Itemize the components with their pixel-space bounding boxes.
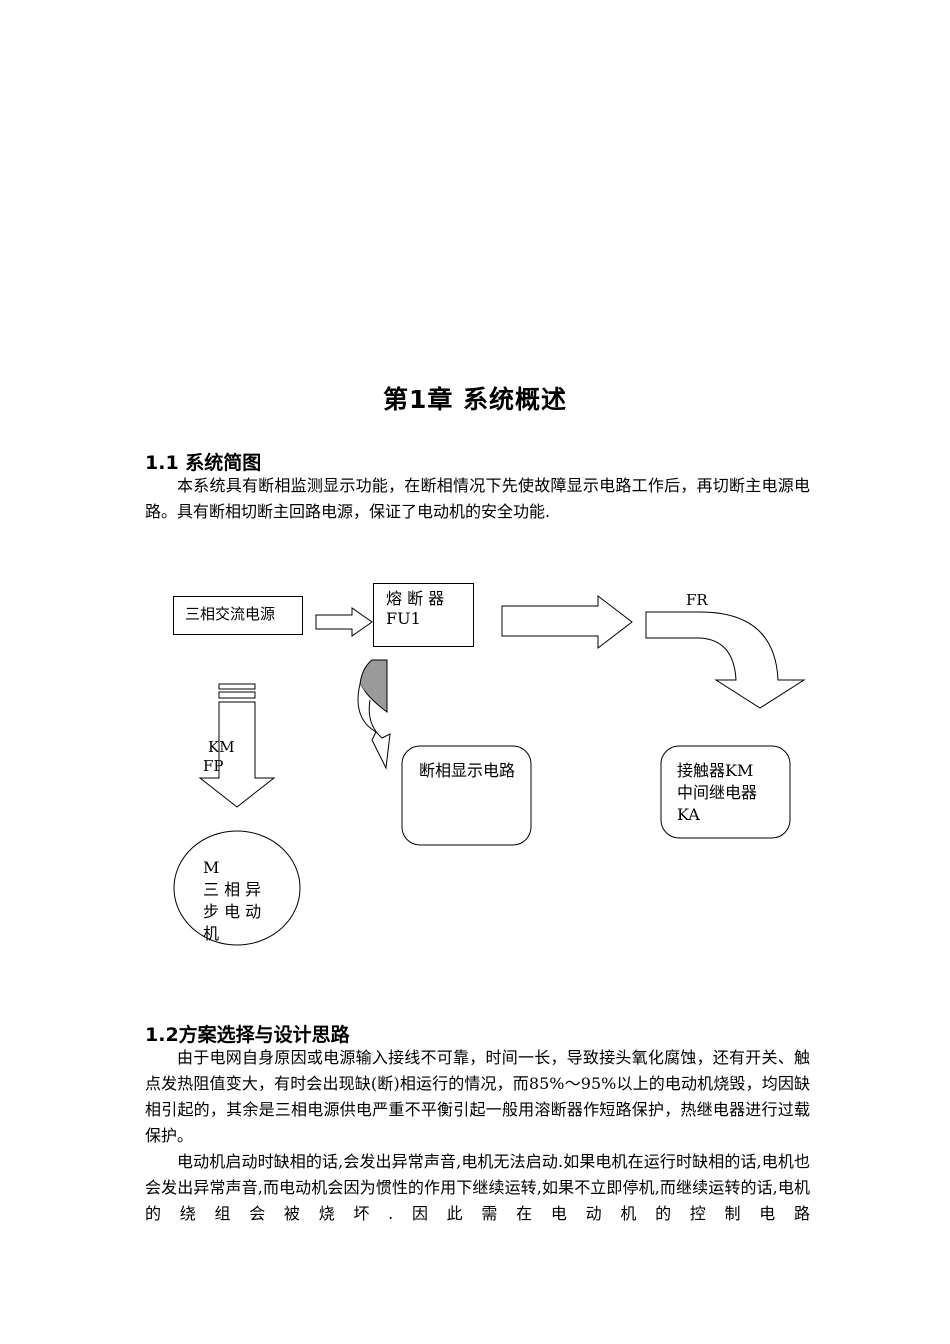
contact-bar-2 — [218, 691, 256, 699]
contact-bar-1 — [218, 683, 256, 690]
fuse-name: 熔 断 器 — [386, 589, 445, 608]
km-label: KM — [208, 738, 235, 756]
contactor-line-3: KA — [677, 805, 700, 824]
contactor-line-2: 中间继电器 — [677, 783, 758, 802]
section-heading-1-2: 1.2方案选择与设计思路 — [145, 1024, 350, 1046]
curved-arrow-to-phase-display — [357, 683, 391, 770]
motor-line-4: 机 — [203, 924, 220, 943]
phase-display-label: 断相显示电路 — [419, 761, 516, 780]
fuse-box: 熔 断 器 FU1 — [373, 583, 474, 647]
section-1-2-paragraph-2: 电动机启动时缺相的话,会发出异常声音,电机无法启动.如果电机在运行时缺相的话,电… — [145, 1152, 810, 1223]
fp-label: FP — [203, 757, 224, 775]
section-1-2-paragraph-1: 由于电网自身原因或电源输入接线不可靠，时间一长，导致接头氧化腐蚀，还有开关、触点… — [145, 1048, 810, 1145]
arrow-power-to-fuse — [315, 607, 373, 637]
motor-line-2: 三 相 异 — [203, 880, 262, 899]
curved-arrow-fr-to-contactor — [645, 611, 806, 709]
motor-line-1: M — [203, 858, 220, 877]
chapter-title: 第1章 系统概述 — [382, 385, 568, 414]
arrow-fuse-to-fr — [501, 594, 633, 650]
section-heading-1-1: 1.1 系统简图 — [145, 452, 262, 474]
power-source-label: 三相交流电源 — [185, 605, 276, 623]
motor-ellipse — [173, 830, 301, 946]
power-source-box: 三相交流电源 — [173, 596, 303, 635]
fuse-code: FU1 — [386, 609, 421, 628]
contactor-line-1: 接触器KM — [677, 761, 754, 780]
motor-label: M 三 相 异 步 电 动 机 — [203, 857, 261, 945]
arrow-down-to-motor — [198, 701, 276, 808]
motor-line-3: 步 电 动 — [203, 902, 262, 921]
contactor-label: 接触器KM 中间继电器 KA — [677, 760, 757, 826]
phase-display-box — [401, 745, 532, 846]
fr-label: FR — [686, 591, 708, 609]
section-1-1-paragraph: 本系统具有断相监测显示功能，在断相情况下先使故障显示电路工作后，再切断主电源电路… — [145, 476, 810, 521]
contactor-box — [660, 745, 791, 839]
